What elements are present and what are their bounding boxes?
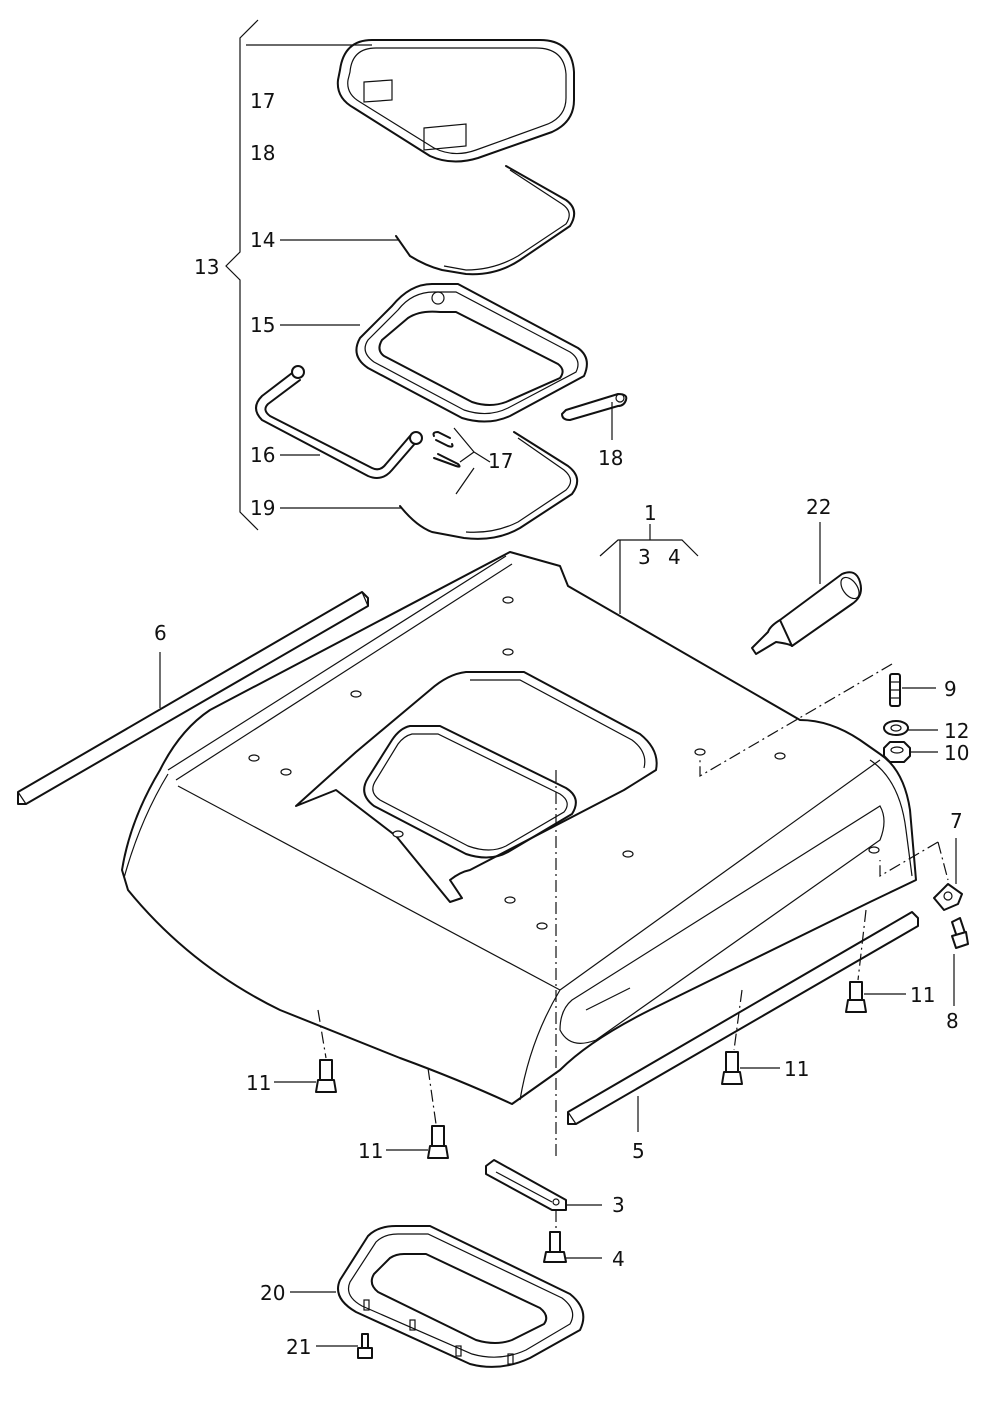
label-20: 20 <box>260 1281 285 1305</box>
part-22-sealant-tube <box>751 571 862 655</box>
label-22: 22 <box>806 495 831 519</box>
label-17-mid: 17 <box>488 449 513 473</box>
label-3: 3 <box>612 1193 625 1217</box>
label-19: 19 <box>250 496 275 520</box>
part-11-bolt-b <box>427 1125 449 1159</box>
part-4-screw <box>543 1231 567 1263</box>
label-8: 8 <box>946 1009 959 1033</box>
label-4-sub: 4 <box>668 545 681 569</box>
assembly-lines <box>317 663 949 1232</box>
label-10: 10 <box>944 741 969 765</box>
part-11-bolt-a <box>315 1059 337 1093</box>
label-1: 1 <box>644 501 657 525</box>
part-11-bolt-d <box>845 981 867 1013</box>
label-12: 12 <box>944 719 969 743</box>
label-4: 4 <box>612 1247 625 1271</box>
label-7: 7 <box>950 809 963 833</box>
part-16-support-rod <box>255 365 423 479</box>
part-20-trim-frame <box>337 1225 585 1368</box>
group-13-bracket <box>225 19 372 531</box>
label-18-top: 18 <box>250 141 275 165</box>
part-7-clip <box>933 883 963 911</box>
part-17-clips <box>432 427 491 495</box>
part-18-pin <box>561 393 628 421</box>
label-11-b: 11 <box>358 1139 383 1163</box>
part-21-screw <box>357 1333 373 1359</box>
part-12-washer <box>883 720 909 736</box>
part-5-strip <box>567 911 919 1125</box>
part-9-stud <box>889 673 901 707</box>
label-11-c: 11 <box>784 1057 809 1081</box>
part-15-frame <box>355 283 588 423</box>
label-13: 13 <box>194 255 219 279</box>
label-21: 21 <box>286 1335 311 1359</box>
label-5: 5 <box>632 1139 645 1163</box>
label-18-mid: 18 <box>598 446 623 470</box>
label-3-sub: 3 <box>638 545 651 569</box>
part-1-roof-panel <box>121 551 917 1105</box>
leader-lines <box>159 239 957 1347</box>
label-11-d: 11 <box>910 983 935 1007</box>
label-6: 6 <box>154 621 167 645</box>
part-6-strip <box>17 591 369 805</box>
label-9: 9 <box>944 677 957 701</box>
part-8-screw <box>951 917 969 949</box>
label-14: 14 <box>250 228 275 252</box>
label-15: 15 <box>250 313 275 337</box>
label-17-top: 17 <box>250 89 275 113</box>
part-11-bolt-c <box>721 1051 743 1085</box>
part-10-nut <box>883 741 911 763</box>
label-16: 16 <box>250 443 275 467</box>
hatch-lid <box>336 39 575 163</box>
part-labels: 17 18 14 13 15 16 17 18 19 1 3 4 22 6 9 … <box>154 89 969 1359</box>
label-11-a: 11 <box>246 1071 271 1095</box>
part-14-seal <box>395 165 576 276</box>
part-3-plate <box>485 1159 567 1211</box>
part-19-seal <box>399 431 579 540</box>
